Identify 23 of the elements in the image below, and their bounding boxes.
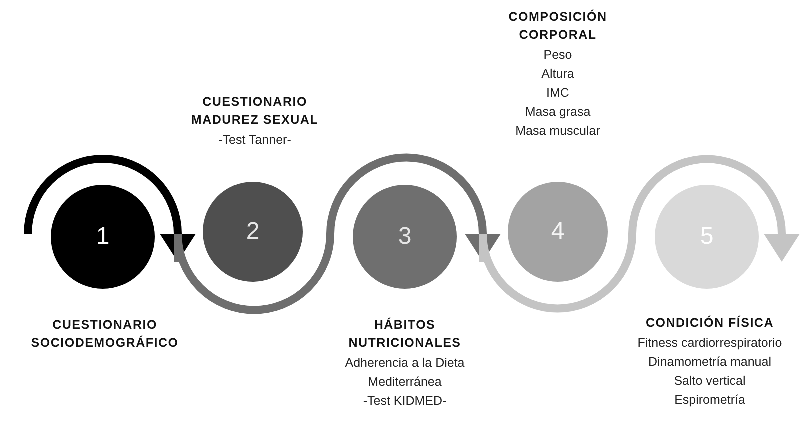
- step-detail: Altura: [542, 66, 574, 83]
- step-detail: -Test Tanner-: [218, 132, 292, 149]
- step-detail: Adherencia a la Dieta Mediterránea: [344, 355, 466, 391]
- step-title: CONDICIÓN FÍSICA: [645, 314, 775, 332]
- step-detail: Fitness cardiorrespiratorio: [638, 335, 782, 352]
- step-detail: IMC: [546, 85, 570, 102]
- curved-arrow: [174, 154, 501, 314]
- step-title: HÁBITOS NUTRICIONALES: [348, 316, 462, 352]
- step-detail: Masa grasa: [525, 104, 591, 121]
- step-title: COMPOSICIÓN CORPORAL: [508, 8, 608, 44]
- step-number: 3: [398, 222, 412, 252]
- step-detail: Masa muscular: [516, 123, 600, 140]
- step-detail: Dinamometría manual: [648, 354, 772, 371]
- step-number: 1: [96, 222, 110, 252]
- step-detail: Salto vertical: [674, 373, 746, 390]
- curved-arrow: [479, 155, 800, 313]
- step-number: 2: [246, 217, 260, 247]
- step-title: CUESTIONARIO SOCIODEMOGRÁFICO: [30, 317, 180, 352]
- step-number: 4: [551, 217, 565, 247]
- step-detail: -Test KIDMED-: [363, 393, 447, 410]
- step-title: CUESTIONARIO MADUREZ SEXUAL: [190, 94, 320, 129]
- step-detail: Peso: [544, 47, 572, 64]
- step-detail: Espirometría: [674, 392, 746, 409]
